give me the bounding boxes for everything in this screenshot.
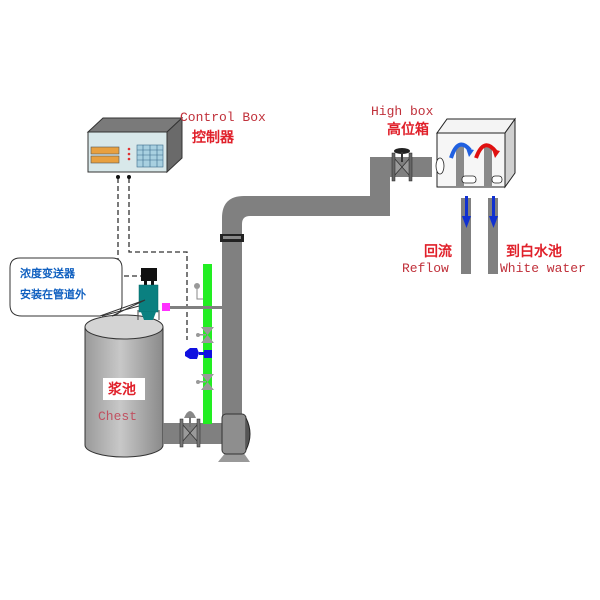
- cable-terminal: [116, 175, 120, 179]
- cable-terminal: [127, 175, 131, 179]
- main-pipe: [222, 157, 432, 438]
- valve-icon[interactable]: [179, 411, 201, 448]
- sensor-pipe: [164, 306, 222, 309]
- reflow-pipe: [461, 198, 471, 274]
- control-box-label-en: Control Box: [180, 110, 266, 125]
- actuator-icon[interactable]: [185, 348, 212, 359]
- callout-line-1: 浓度变送器: [20, 266, 76, 280]
- arrow-down-icon: [462, 196, 471, 228]
- chest-label-en: Chest: [98, 409, 137, 424]
- callout-bubble: [9, 257, 146, 317]
- arrow-down-icon: [489, 196, 498, 228]
- white-water-label-en: White water: [500, 261, 586, 276]
- overflow-arrow-icon: [449, 142, 472, 159]
- reflow-label-en: Reflow: [402, 261, 449, 276]
- valve-icon[interactable]: [196, 374, 214, 390]
- pump-icon[interactable]: [218, 413, 251, 462]
- valve-icon[interactable]: [196, 327, 214, 343]
- consistency-transmitter-icon[interactable]: [137, 268, 160, 320]
- white-water-label-cn: 到白水池: [506, 243, 562, 260]
- high-box[interactable]: [435, 117, 516, 189]
- high-box-label-cn: 高位箱: [387, 121, 429, 138]
- chest-label-cn: 浆池: [108, 381, 136, 398]
- valve-icon[interactable]: [391, 148, 413, 182]
- control-box-icon[interactable]: [86, 116, 184, 174]
- gauge-icon: [194, 283, 200, 289]
- control-box-label-cn: 控制器: [192, 129, 235, 146]
- reflow-label-cn: 回流: [424, 243, 452, 260]
- callout-line-2: 安装在管道外: [20, 287, 86, 301]
- probe-tip: [162, 303, 170, 311]
- high-box-label-en: High box: [371, 104, 434, 119]
- white-water-pipe: [488, 198, 498, 274]
- chest-tank-icon[interactable]: [84, 314, 164, 458]
- sample-line: [203, 264, 212, 424]
